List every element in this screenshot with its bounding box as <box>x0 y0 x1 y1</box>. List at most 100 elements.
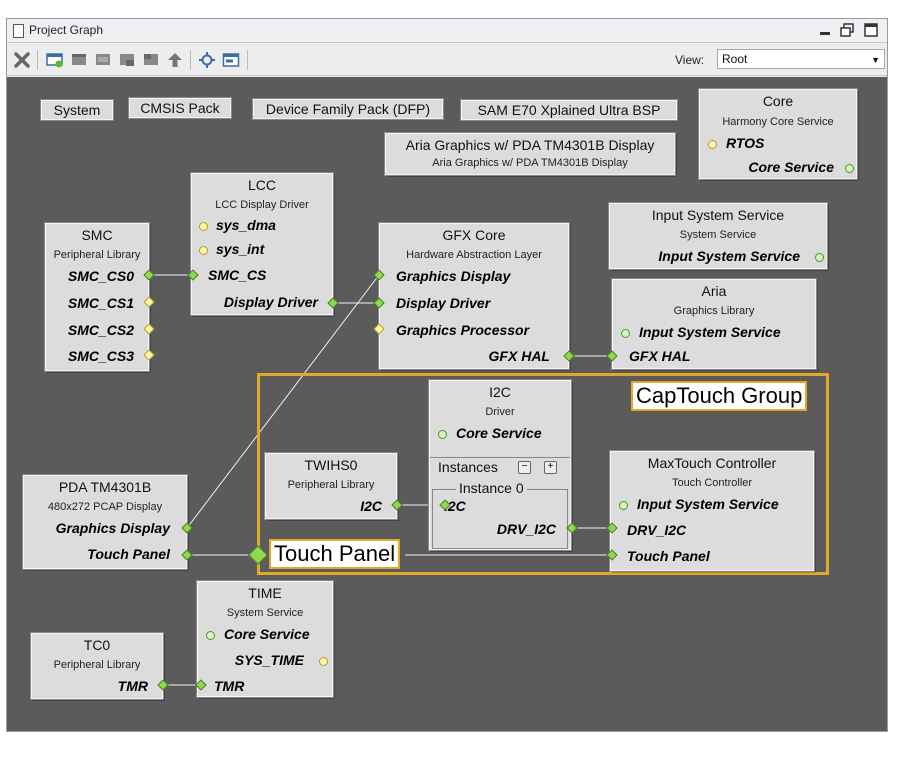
component-subtitle: Touch Controller <box>671 477 753 489</box>
port-display-driver[interactable]: Display Driver <box>223 294 318 310</box>
lcc-component[interactable]: LCC LCC Display Driver sys_dma sys_int S… <box>190 172 334 316</box>
port-graphics-display[interactable]: Graphics Display <box>396 268 511 284</box>
component-name: TC0 <box>83 637 111 653</box>
port-gfx-hal[interactable]: GFX HAL <box>629 348 691 364</box>
port-drv-i2c[interactable]: DRV_I2C <box>496 521 556 537</box>
port-touch-panel[interactable]: Touch Panel <box>627 548 710 564</box>
title-bar: Project Graph <box>7 19 887 43</box>
port-drv-i2c[interactable]: DRV_I2C <box>627 522 687 538</box>
component-name: GFX Core <box>442 227 506 243</box>
show-details-icon[interactable] <box>221 50 241 70</box>
port-touch-panel[interactable]: Touch Panel <box>87 546 170 562</box>
port-circle-icon <box>319 657 328 666</box>
i2c-driver-component[interactable]: I2C Driver Core Service Instances − + In… <box>428 379 572 551</box>
aria-component[interactable]: Aria Graphics Library Input System Servi… <box>611 278 817 370</box>
minimize-icon[interactable] <box>817 22 833 38</box>
port-input-system-service[interactable]: Input System Service <box>658 248 800 264</box>
captouch-group-label[interactable]: CapTouch Group <box>631 381 808 411</box>
component-subtitle: Peripheral Library <box>53 659 141 671</box>
move-into-group-icon[interactable] <box>117 50 137 70</box>
port-sys-time[interactable]: SYS_TIME <box>234 652 304 668</box>
component-subtitle: Peripheral Library <box>53 249 141 261</box>
bsp-button[interactable]: SAM E70 Xplained Ultra BSP <box>460 99 678 121</box>
remove-instance-button[interactable]: − <box>518 461 531 474</box>
port-circle-icon <box>619 501 628 510</box>
add-component-icon[interactable] <box>45 50 65 70</box>
cmsis-pack-button[interactable]: CMSIS Pack <box>128 97 232 119</box>
port-tmr[interactable]: TMR <box>117 678 148 694</box>
component-subtitle: Graphics Library <box>673 305 755 317</box>
connection-pda-gfx <box>186 274 380 529</box>
port-circle-icon <box>845 164 854 173</box>
port-circle-icon <box>708 140 717 149</box>
component-name: Aria <box>701 283 727 299</box>
port-smc-cs2[interactable]: SMC_CS2 <box>67 322 134 338</box>
delete-icon[interactable] <box>12 50 32 70</box>
component-name: MaxTouch Controller <box>647 455 777 471</box>
aria-display-component[interactable]: Aria Graphics w/ PDA TM4301B Display Ari… <box>384 132 676 176</box>
port-sys-dma[interactable]: sys_dma <box>216 217 276 233</box>
port-display-driver[interactable]: Display Driver <box>396 295 491 311</box>
port-input-system-service[interactable]: Input System Service <box>637 496 779 512</box>
port-graphics-processor[interactable]: Graphics Processor <box>396 322 530 338</box>
component-name: PDA TM4301B <box>58 479 152 495</box>
component-name: LCC <box>247 177 276 193</box>
component-name: I2C <box>489 384 511 400</box>
dfp-button[interactable]: Device Family Pack (DFP) <box>252 98 444 120</box>
view-select[interactable]: Root ▼ <box>717 49 885 69</box>
core-component[interactable]: Core Harmony Core Service RTOS Core Serv… <box>698 88 858 180</box>
smc-component[interactable]: SMC Peripheral Library SMC_CS0 SMC_CS1 S… <box>44 222 150 372</box>
port-gfx-hal[interactable]: GFX HAL <box>488 348 550 364</box>
view-label: View: <box>675 53 705 67</box>
group-icon[interactable] <box>69 50 89 70</box>
graph-canvas[interactable]: System CMSIS Pack Device Family Pack (DF… <box>7 77 887 731</box>
port-circle-icon <box>621 329 630 338</box>
up-arrow-icon[interactable] <box>165 50 185 70</box>
port-circle-icon <box>206 631 215 640</box>
port-smc-cs3[interactable]: SMC_CS3 <box>67 348 134 364</box>
port-core-service[interactable]: Core Service <box>456 425 542 441</box>
view-select-value: Root <box>722 52 748 66</box>
port-circle-icon <box>438 430 447 439</box>
system-button[interactable]: System <box>40 99 114 121</box>
component-name: Core <box>762 93 794 109</box>
auto-arrange-icon[interactable] <box>197 50 217 70</box>
captouch-group[interactable] <box>257 373 829 575</box>
component-subtitle: LCC Display Driver <box>215 199 309 211</box>
port-tmr[interactable]: TMR <box>214 678 245 694</box>
port-input-system-service[interactable]: Input System Service <box>639 324 781 340</box>
component-subtitle: Harmony Core Service <box>722 116 834 128</box>
tc0-component[interactable]: TC0 Peripheral Library TMR <box>30 632 164 700</box>
port-circle-icon <box>199 222 208 231</box>
window-icon <box>13 24 24 38</box>
gfx-core-component[interactable]: GFX Core Hardware Abstraction Layer Grap… <box>378 222 570 370</box>
port-i2c[interactable]: I2C <box>444 498 466 514</box>
time-system-service-component[interactable]: TIME System Service Core Service SYS_TIM… <box>196 580 334 698</box>
port-sys-int[interactable]: sys_int <box>216 241 265 257</box>
port-i2c[interactable]: I2C <box>360 498 382 514</box>
port-smc-cs1[interactable]: SMC_CS1 <box>67 295 134 311</box>
maxtouch-controller-component[interactable]: MaxTouch Controller Touch Controller Inp… <box>609 450 815 572</box>
ungroup-icon[interactable] <box>93 50 113 70</box>
component-name: SMC <box>81 227 113 243</box>
port-smc-cs0[interactable]: SMC_CS0 <box>67 268 134 284</box>
input-system-service-component[interactable]: Input System Service System Service Inpu… <box>608 202 828 270</box>
toolbar: View: Root ▼ <box>7 44 887 76</box>
project-graph-window: Project Graph <box>6 18 888 732</box>
port-graphics-display[interactable]: Graphics Display <box>55 520 170 536</box>
port-core-service[interactable]: Core Service <box>748 159 834 175</box>
move-out-group-icon[interactable] <box>141 50 161 70</box>
maximize-icon[interactable] <box>863 22 879 38</box>
touch-panel-group-port[interactable]: Touch Panel <box>269 539 401 569</box>
port-smc-cs[interactable]: SMC_CS <box>208 267 267 283</box>
restore-icon[interactable] <box>839 22 855 38</box>
add-instance-button[interactable]: + <box>544 461 557 474</box>
component-subtitle: Driver <box>485 406 515 418</box>
component-name: Input System Service <box>651 207 785 223</box>
twihs0-component[interactable]: TWIHS0 Peripheral Library I2C <box>264 452 398 520</box>
port-rtos[interactable]: RTOS <box>726 135 765 151</box>
connection-lines <box>149 274 612 686</box>
component-name: TIME <box>248 585 282 601</box>
pda-tm4301b-component[interactable]: PDA TM4301B 480x272 PCAP Display Graphic… <box>22 474 188 570</box>
port-core-service[interactable]: Core Service <box>224 626 310 642</box>
